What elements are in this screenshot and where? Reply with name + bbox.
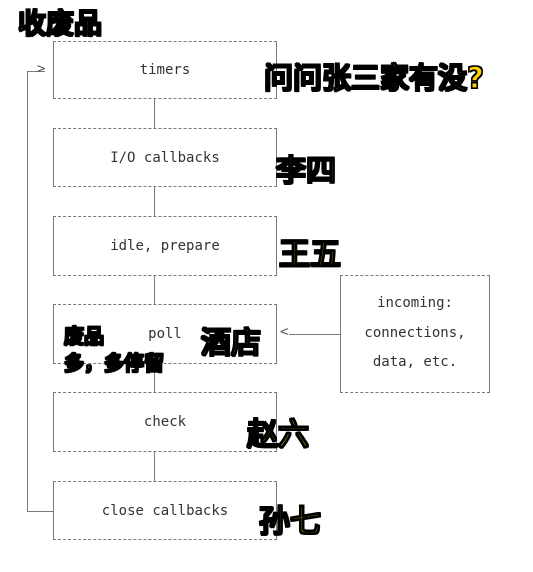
- connector-4: [154, 364, 155, 392]
- stage-label: poll: [148, 326, 182, 342]
- stage-label: idle, prepare: [110, 238, 220, 254]
- stage-label: close callbacks: [101, 502, 229, 519]
- connector-2: [154, 187, 155, 216]
- idle-annotation: 王五: [278, 236, 341, 273]
- stage-close-callbacks: close callbacks: [53, 481, 277, 540]
- connector-3: [154, 276, 155, 304]
- poll-inner-annotation-2: 多，多停留: [63, 350, 164, 375]
- stage-poll: poll: [53, 304, 277, 364]
- incoming-line: connections,: [364, 325, 466, 341]
- stage-check: check: [53, 392, 277, 452]
- stage-label: check: [143, 414, 187, 430]
- loop-arrow-icon: >: [37, 61, 46, 77]
- connector-1: [154, 99, 155, 128]
- stage-label: timers: [139, 62, 191, 78]
- incoming-arrow-icon: <: [280, 324, 289, 340]
- stage-label: I/O callbacks: [110, 149, 220, 166]
- loop-back-line: [27, 71, 28, 511]
- incoming-arrow-line: [289, 334, 340, 335]
- incoming-line: incoming:: [377, 295, 453, 311]
- loop-bottom-line: [27, 511, 53, 512]
- poll-annotation: 酒店: [200, 325, 261, 361]
- incoming-line: data, etc.: [372, 354, 458, 370]
- io-annotation: 李四: [275, 153, 336, 189]
- stage-idle-prepare: idle, prepare: [53, 216, 277, 276]
- stage-timers: timers: [53, 41, 277, 99]
- title-annotation: 收废品: [17, 6, 103, 40]
- incoming-box: incoming: connections, data, etc.: [340, 275, 490, 393]
- loop-top-line: [27, 71, 45, 72]
- stage-io-callbacks: I/O callbacks: [53, 128, 277, 187]
- poll-inner-annotation-1: 废品: [63, 323, 104, 348]
- timers-annotation: 问问张三家有没?: [263, 60, 484, 95]
- check-annotation: 赵六: [246, 416, 309, 453]
- close-annotation: 孙七: [258, 503, 321, 540]
- connector-5: [154, 452, 155, 481]
